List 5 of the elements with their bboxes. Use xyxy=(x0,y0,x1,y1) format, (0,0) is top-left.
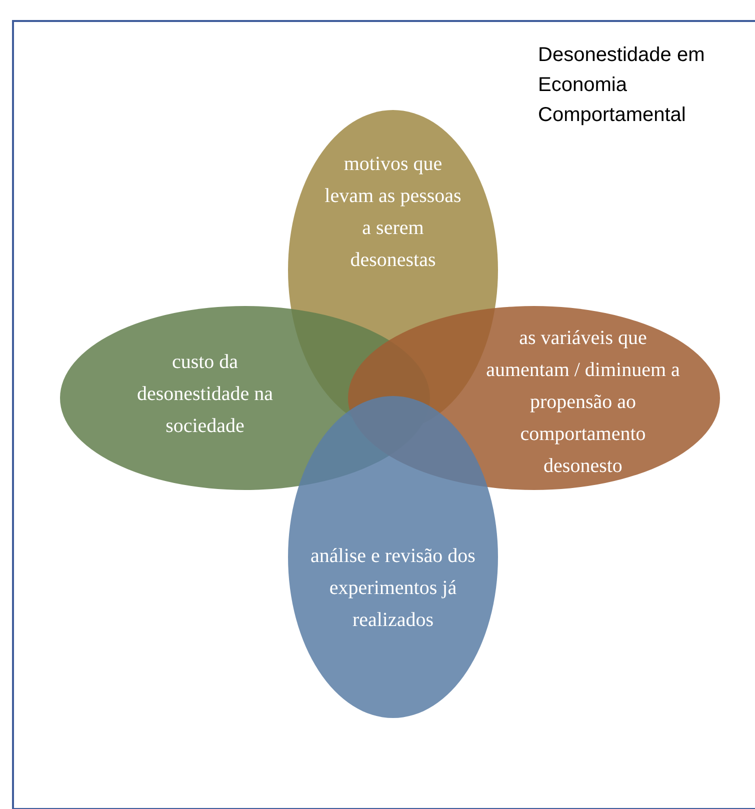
diagram-title: Desonestidade em Economia Comportamental xyxy=(538,43,706,128)
ellipse-label: as variáveis que aumentam / diminuem a propensão ao comportamento desonesto xyxy=(485,326,681,479)
ellipse-label: motivos que levam as pessoas a serem desonestas xyxy=(324,152,462,273)
ellipse-label: custo da desonestidade na sociedade xyxy=(136,350,274,439)
ellipse-label: análise e revisão dos experimentos já realizados xyxy=(310,544,476,633)
